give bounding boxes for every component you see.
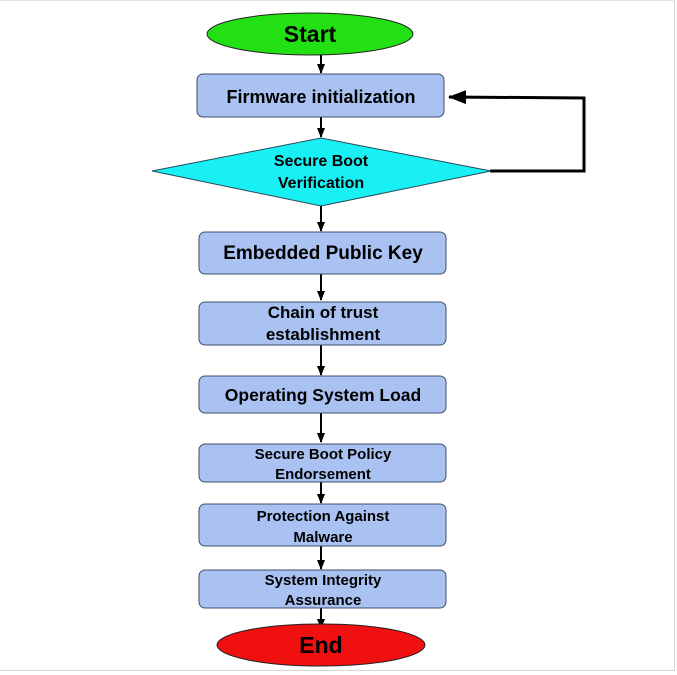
step-embedded-public-key: Embedded Public Key	[198, 231, 447, 275]
step-label-line1: System Integrity	[265, 572, 382, 589]
step-operating-system-load: Operating System Load	[198, 375, 447, 414]
process-box	[198, 231, 447, 275]
step-label-line2: Malware	[293, 529, 352, 546]
step-label-line2: Endorsement	[275, 466, 371, 483]
process-box	[198, 569, 447, 609]
step-firmware-initialization: Firmware initialization	[196, 73, 445, 118]
step-chain-of-trust: Chain of trust establishment	[198, 301, 447, 346]
step-label: Firmware initialization	[226, 87, 415, 107]
start-shape	[206, 12, 414, 56]
step-label: Embedded Public Key	[223, 243, 423, 264]
start-label: Start	[284, 21, 337, 47]
process-box	[198, 443, 447, 483]
end-terminal: End	[216, 623, 426, 667]
step-label-line1: Secure Boot Policy	[255, 446, 392, 463]
process-box	[198, 301, 447, 346]
process-box	[196, 73, 445, 118]
start-terminal: Start	[206, 12, 414, 56]
decision-label-line2: Verification	[278, 175, 364, 192]
end-shape	[216, 623, 426, 667]
process-box	[198, 375, 447, 414]
end-label: End	[299, 632, 342, 658]
step-label-line1: Chain of trust	[268, 303, 379, 322]
decision-label-line1: Secure Boot	[274, 153, 369, 170]
step-label: Operating System Load	[225, 385, 421, 405]
step-system-integrity-assurance: System Integrity Assurance	[198, 569, 447, 609]
step-label-line2: establishment	[266, 325, 381, 344]
loop-back-arrow	[448, 90, 586, 173]
step-label-line2: Assurance	[285, 592, 362, 609]
step-label-line1: Protection Against	[257, 508, 390, 525]
process-box	[198, 503, 447, 547]
decision-diamond	[151, 137, 492, 207]
step-protection-against-malware: Protection Against Malware	[198, 503, 447, 547]
decision-secure-boot-verification: Secure Boot Verification	[151, 137, 492, 207]
step-secure-boot-policy: Secure Boot Policy Endorsement	[198, 443, 447, 483]
